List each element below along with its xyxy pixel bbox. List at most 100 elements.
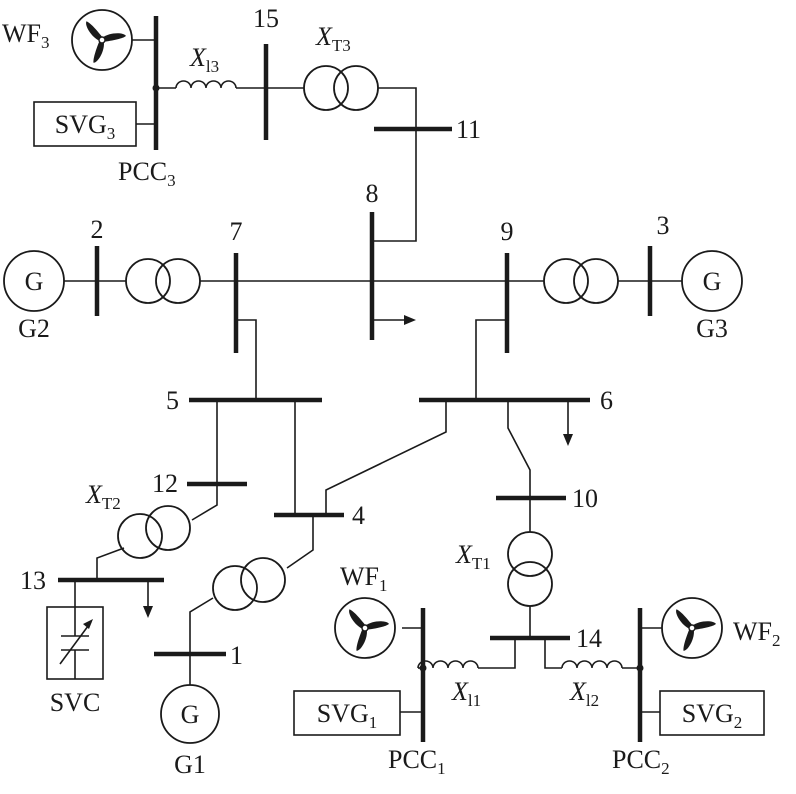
inductor-xl3	[175, 80, 237, 89]
svg-text:SVG1: SVG1	[317, 699, 378, 732]
bus-8-label: 8	[366, 179, 379, 208]
svg2-label: SVG	[682, 699, 734, 728]
svg-text:PCC1: PCC1	[388, 745, 446, 778]
xt1-label: X	[455, 540, 473, 569]
svg-text:WF2: WF2	[733, 617, 781, 650]
wf2-label: WF	[733, 617, 772, 646]
svg-text:Xl3: Xl3	[189, 43, 219, 76]
line-bus14-xl2	[544, 638, 562, 669]
bus-5-label: 5	[166, 386, 179, 415]
bus-3-label: 3	[657, 211, 670, 240]
xl3-label: X	[189, 43, 207, 72]
wind-turbine-icon	[676, 609, 716, 651]
pcc-labels: PCC3 PCC1 PCC2	[118, 157, 670, 778]
generator-g2: G	[3, 250, 65, 312]
line-bus8-bus11	[372, 129, 417, 242]
svg-text:SVG2: SVG2	[682, 699, 743, 732]
bus-6-label: 6	[600, 386, 613, 415]
pcc1-junction-dot	[419, 664, 427, 672]
inductor-xl1	[417, 660, 479, 669]
bus-1-label: 1	[230, 641, 243, 670]
line-bus6-bus10	[507, 400, 531, 498]
svc-device: SVC	[46, 606, 104, 717]
inductor-xl2	[561, 660, 623, 669]
wf2-subscript: 2	[772, 631, 781, 650]
variable-arrow-icon	[59, 621, 92, 665]
svg2-subscript: 2	[734, 713, 743, 732]
wf1-subscript: 1	[379, 576, 388, 595]
wind-farm-labels: WF3 WF1 WF2	[2, 19, 781, 650]
wind-turbine-icon	[349, 609, 389, 651]
bus8-load-arrow	[404, 315, 416, 325]
svg2-device: SVG2	[659, 690, 765, 736]
svg-text:XT1: XT1	[455, 540, 491, 573]
transformer-xt2	[117, 505, 191, 559]
bus-9-label: 9	[501, 217, 514, 246]
pcc2-subscript: 2	[661, 759, 670, 778]
pcc3-junction-dot	[152, 84, 160, 92]
wind-turbine-icon	[86, 21, 126, 63]
bus-15-label: 15	[253, 4, 279, 33]
svg3-subscript: 3	[107, 124, 116, 143]
reactance-labels: Xl3 XT3 XT2 XT1 Xl1 Xl2	[85, 22, 599, 710]
bus-4-label: 4	[352, 501, 365, 530]
wf3-label: WF	[2, 19, 41, 48]
svg-text:Xl1: Xl1	[451, 677, 481, 710]
transformer-xt1	[507, 531, 553, 607]
pcc1-subscript: 1	[437, 759, 446, 778]
pcc3-subscript: 3	[167, 171, 176, 190]
transformer-bus4-bus1	[212, 557, 286, 611]
xl1-subscript: l1	[468, 691, 481, 710]
xl3-subscript: l3	[206, 57, 219, 76]
svg3-device: SVG3	[33, 101, 137, 147]
svg-text:WF1: WF1	[340, 562, 388, 595]
svg1-label: SVG	[317, 699, 369, 728]
bus-14-label: 14	[576, 624, 602, 653]
svg-text:PCC2: PCC2	[612, 745, 670, 778]
junction-dots	[152, 84, 644, 672]
bus-13-label: 13	[20, 566, 46, 595]
bus13-load-arrow	[143, 606, 153, 618]
xt3-label: X	[315, 22, 333, 51]
pcc3-label: PCC	[118, 157, 167, 186]
transformer-bus2-bus7	[125, 258, 201, 304]
generator-labels: G2 G3 G1	[18, 314, 728, 779]
svg1-subscript: 1	[369, 713, 378, 732]
line-bus9-bus6	[475, 319, 507, 400]
bus-2-label: 2	[91, 215, 104, 244]
line-bus11-xt3	[378, 87, 417, 129]
xt2-subscript: T2	[102, 494, 121, 513]
g1-label: G1	[174, 750, 206, 779]
xl2-subscript: l2	[586, 691, 599, 710]
pcc2-label: PCC	[612, 745, 661, 774]
wind-farm-wf3	[71, 9, 133, 71]
xt1-subscript: T1	[472, 554, 491, 573]
svg-text:WF3: WF3	[2, 19, 50, 52]
generator-g1: G	[160, 684, 220, 744]
svc-label: SVC	[50, 688, 101, 717]
bus-10-label: 10	[572, 484, 598, 513]
svg-text:PCC3: PCC3	[118, 157, 176, 190]
generator-g3: G	[681, 250, 743, 312]
g2-label: G2	[18, 314, 50, 343]
g2-symbol: G	[25, 267, 44, 296]
bus-bars	[58, 16, 653, 742]
g3-label: G3	[696, 314, 728, 343]
wf3-subscript: 3	[41, 33, 50, 52]
bus-labels: 1 2 3 4 5 6 7 8 9 10 11 12 13 14 15	[20, 4, 670, 670]
xt3-subscript: T3	[332, 36, 351, 55]
wf1-label: WF	[340, 562, 379, 591]
svg3-label: SVG	[55, 110, 107, 139]
svg-text:XT3: XT3	[315, 22, 351, 55]
wind-farm-wf2	[661, 597, 723, 659]
bus6-load-arrow	[563, 434, 573, 446]
bus-7-label: 7	[230, 217, 243, 246]
svg-text:XT2: XT2	[85, 480, 121, 513]
transformer-bus9-bus3	[543, 258, 619, 304]
line-bus12-xt2	[191, 484, 218, 521]
variable-arrow-head	[83, 619, 93, 629]
xl2-label: X	[569, 677, 587, 706]
g3-symbol: G	[703, 267, 722, 296]
transformer-xt3	[303, 65, 379, 111]
